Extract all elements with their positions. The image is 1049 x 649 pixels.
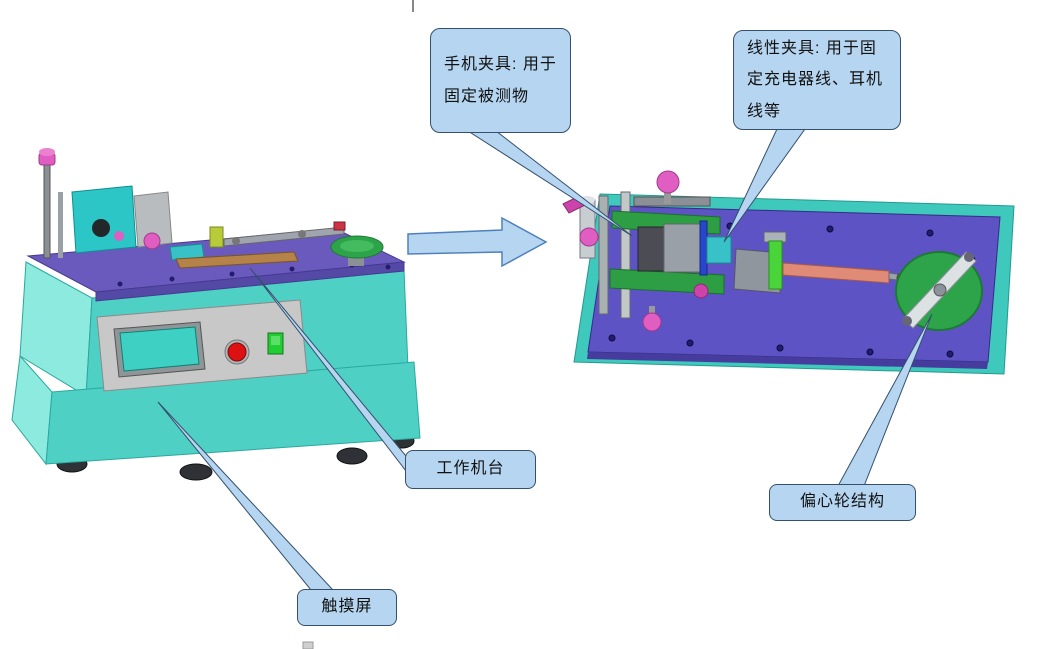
- green-post: [768, 240, 783, 290]
- arm-joint: [298, 230, 306, 238]
- adjust-knob-top[interactable]: [656, 170, 680, 194]
- clamp-knob: [143, 232, 161, 250]
- arm-tip: [333, 221, 346, 231]
- callout-work-platform-label: 工作机台: [436, 460, 505, 478]
- callout-work-platform: 工作机台: [405, 450, 536, 489]
- screw-dot: [946, 350, 954, 358]
- foot: [179, 463, 213, 481]
- pink-dot: [114, 231, 124, 241]
- adjust-knob-left[interactable]: [579, 227, 599, 247]
- guide-block: [209, 226, 224, 248]
- callout-leaders: [157, 128, 933, 591]
- adjust-knob-bottom[interactable]: [642, 312, 662, 332]
- screw-dot: [608, 334, 616, 342]
- linear-clamp-block: [706, 236, 732, 264]
- callout-touch-screen-label: 触摸屏: [321, 598, 373, 616]
- tester-machine-illustration: [11, 148, 421, 481]
- deck-components: [38, 148, 384, 269]
- connecting-arm: [782, 262, 890, 284]
- small-knob[interactable]: [693, 283, 709, 299]
- motor-bore: [92, 219, 110, 237]
- zoom-arrow: [407, 216, 548, 268]
- crank-screw: [964, 252, 974, 262]
- callout-phone-fixture-label: 手机夹具: 用于固定被测物: [444, 56, 557, 105]
- support-rod: [58, 192, 63, 258]
- screw-dot: [117, 281, 123, 287]
- blue-guide-bar: [699, 220, 708, 276]
- specimen-strip: [175, 251, 299, 269]
- clamp-bracket: [133, 191, 173, 248]
- power-switch-highlight: [271, 336, 280, 345]
- rotary-dial-inner: [340, 240, 374, 252]
- eccentric-wheel-assembly: [895, 251, 983, 331]
- arm-joint: [232, 237, 240, 245]
- wheel-hub: [933, 283, 947, 297]
- screw-dot: [826, 225, 834, 233]
- deck-front-edge: [95, 261, 405, 302]
- screw-dot: [385, 264, 391, 270]
- stray-mark-bottom: [302, 641, 314, 649]
- phone-clamp-assembly: [562, 170, 732, 332]
- knob-stem: [649, 306, 655, 318]
- plate-front-edge: [587, 352, 988, 369]
- screw-dot: [289, 266, 295, 272]
- cross-bar: [633, 196, 711, 207]
- motor-housing: [71, 185, 137, 254]
- emergency-stop-button[interactable]: [227, 342, 247, 362]
- screw-dot: [926, 229, 934, 237]
- leader-phone-fixture: [466, 130, 633, 237]
- post-knob-top: [39, 148, 55, 156]
- stray-mark-top: [412, 0, 414, 12]
- knob-stem: [664, 190, 671, 204]
- callout-eccentric-wheel: 偏心轮结构: [769, 484, 916, 521]
- control-panel: [96, 299, 308, 392]
- callout-touch-screen: 触摸屏: [297, 589, 397, 626]
- touch-screen-display[interactable]: [119, 326, 200, 372]
- rail-back: [598, 195, 609, 315]
- screw-dot: [169, 276, 175, 282]
- callout-phone-fixture: 手机夹具: 用于固定被测物: [430, 28, 571, 133]
- screw-dot: [229, 271, 235, 277]
- foot: [336, 447, 368, 465]
- vertical-post: [43, 163, 51, 259]
- callout-linear-fixture-label: 线性夹具: 用于固定充电器线、耳机线等: [747, 40, 884, 120]
- fixture-detail-illustration: [562, 170, 1015, 375]
- crank-screw: [902, 316, 912, 326]
- rail-front: [620, 191, 631, 319]
- slide-plate: [663, 223, 705, 273]
- callout-linear-fixture: 线性夹具: 用于固定充电器线、耳机线等: [733, 30, 901, 130]
- callout-eccentric-wheel-label: 偏心轮结构: [799, 493, 885, 511]
- screw-dot: [866, 348, 874, 356]
- screw-dot: [776, 344, 784, 352]
- screw-dot: [686, 339, 694, 347]
